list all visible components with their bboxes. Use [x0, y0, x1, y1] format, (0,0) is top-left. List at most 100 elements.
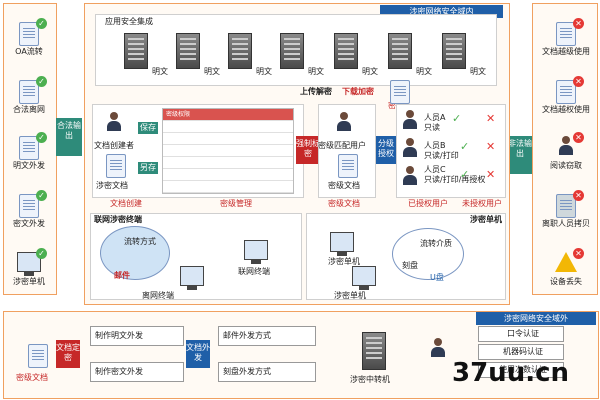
standalone-pc-icon [330, 232, 354, 256]
network-icon [19, 80, 39, 104]
secret-doc-icon [106, 154, 126, 178]
save-arrow: 保存 [138, 122, 158, 134]
upload-label: 上传解密 [300, 87, 332, 96]
cross-icon: ✕ [573, 190, 584, 201]
level-doc-label: 密级文档 [328, 181, 360, 190]
user-c-permission: 只读/打印/再授权 [424, 175, 486, 184]
online-terminal-label: 联网终端 [238, 267, 270, 276]
creator-avatar [106, 112, 122, 132]
force-mark-arrow: 强制标密 [296, 136, 320, 164]
flow-method-circle [100, 226, 170, 280]
reading-icon [558, 136, 574, 156]
server-icon [176, 33, 200, 69]
user-c-label: 人员C [424, 165, 446, 174]
app-integration-title: 应用安全集成 [105, 17, 153, 26]
match-user-box [318, 104, 376, 198]
standalone-title: 涉密单机 [470, 215, 502, 224]
offline-terminal-label: 离网终端 [142, 291, 174, 300]
server-label: 明文 [470, 67, 486, 76]
online-terminal-icon [244, 240, 268, 264]
user-b-label: 人员B [424, 141, 446, 150]
save-as-arrow: 另存 [138, 162, 158, 174]
grade-auth-label: 分级授权 [378, 139, 394, 158]
mail-send-box: 邮件外发方式 [218, 326, 316, 346]
sidebar-item-resign-copy[interactable]: ✕ 离职人员拷贝 [538, 190, 594, 229]
bottom-secret-doc-label: 密级文档 [16, 373, 48, 382]
doc-define-label: 文档定密 [56, 343, 80, 362]
usb-icon [556, 194, 576, 218]
download-label: 下载加密 [342, 87, 374, 96]
check-icon: ✓ [460, 168, 470, 181]
burn-send-label: 刻盘外发方式 [223, 367, 271, 376]
cross-icon: ✕ [573, 248, 584, 259]
match-user-label: 密级匹配用户 [318, 141, 366, 150]
make-plain-label: 制作明文外发 [95, 331, 143, 340]
sidebar-item-label: 设备丢失 [550, 277, 582, 286]
sidebar-item-standalone[interactable]: ✓ 涉密单机 [4, 248, 54, 287]
server-label: 明文 [204, 67, 220, 76]
illegal-output-arrow: 非法输出 [508, 136, 532, 174]
level-table: 密级权限 [162, 108, 294, 194]
sidebar-item-overright[interactable]: ✕ 文档越权使用 [538, 76, 594, 115]
match-user-avatar [336, 112, 352, 132]
sidebar-item-offline[interactable]: ✓ 合法离网 [4, 76, 54, 115]
save-label: 保存 [140, 123, 156, 132]
user-b-permission: 只读/打印 [424, 151, 459, 160]
force-mark-label: 强制标密 [296, 139, 320, 158]
count-auth-box: 使用次数认证 [478, 362, 564, 378]
sidebar-item-cipher-send[interactable]: ✓ 密文外发 [4, 190, 54, 229]
doc-send-label: 文档外发 [186, 343, 210, 362]
oa-icon [19, 22, 39, 46]
server-label: 明文 [256, 67, 272, 76]
user-a-label: 人员A [424, 113, 446, 122]
table-row [163, 121, 293, 133]
server-label: 明文 [416, 67, 432, 76]
document-icon [556, 80, 576, 104]
table-row [163, 169, 293, 181]
network-terminal-title: 联网涉密终端 [94, 215, 142, 224]
table-title: 密级权限 [163, 109, 293, 121]
sidebar-item-device-lost[interactable]: ✕ 设备丢失 [538, 248, 594, 287]
cross-icon: ✕ [486, 168, 496, 181]
offline-terminal-icon [180, 266, 204, 290]
secret-doc-caption: 密级文档 [328, 199, 360, 208]
sidebar-item-label: 明文外发 [13, 161, 45, 170]
folder-icon [19, 194, 39, 218]
sidebar-item-plain-send[interactable]: ✓ 明文外发 [4, 132, 54, 171]
level-doc-icon [338, 154, 358, 178]
sidebar-item-label: 阅读窃取 [550, 161, 582, 170]
sidebar-item-overlevel[interactable]: ✕ 文档越级使用 [538, 18, 594, 57]
authorized-caption: 已授权用户 [408, 199, 448, 208]
watermark-text: 37uu.cn [452, 358, 569, 388]
pwd-auth-box: 口令认证 [478, 326, 564, 342]
server-label: 明文 [362, 67, 378, 76]
server-label: 明文 [308, 67, 324, 76]
user-a-avatar [402, 110, 418, 130]
grade-auth-arrow: 分级授权 [376, 136, 396, 164]
make-plain-box: 制作明文外发 [90, 326, 184, 346]
document-icon [19, 136, 39, 160]
sidebar-item-read-steal[interactable]: ✕ 阅读窃取 [538, 132, 594, 171]
table-row [163, 181, 293, 193]
check-icon: ✓ [36, 132, 47, 143]
flow-media-circle [392, 228, 464, 280]
legal-output-arrow: 合法输出 [56, 118, 82, 156]
bottom-panel [3, 311, 599, 399]
make-cipher-box: 制作密文外发 [90, 362, 184, 382]
machine-auth-box: 机器码认证 [478, 344, 564, 360]
standalone-label: 涉密单机 [328, 257, 360, 266]
cross-icon: ✕ [486, 112, 496, 125]
burn-label: 刻盘 [402, 261, 418, 270]
relay-server-icon [362, 332, 386, 370]
server-icon [334, 33, 358, 69]
pwd-auth-label: 口令认证 [507, 329, 539, 338]
cross-icon: ✕ [573, 18, 584, 29]
sidebar-item-label: 离职人员拷贝 [542, 219, 590, 228]
sidebar-item-label: 文档越权使用 [542, 105, 590, 114]
server-label: 明文 [152, 67, 168, 76]
sidebar-item-oa[interactable]: ✓ OA流转 [4, 18, 54, 57]
doc-define-arrow: 文档定密 [56, 340, 80, 368]
unauthorized-caption: 未授权用户 [462, 199, 502, 208]
count-auth-label: 使用次数认证 [499, 365, 547, 374]
sidebar-item-label: 涉密单机 [13, 277, 45, 286]
